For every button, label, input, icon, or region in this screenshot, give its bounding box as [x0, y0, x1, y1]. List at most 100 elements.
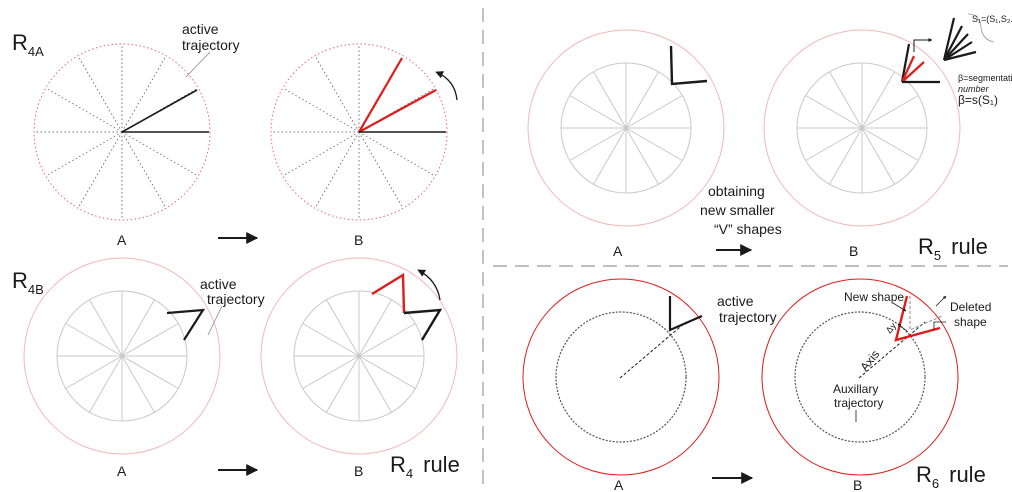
spoke-line [77, 55, 123, 133]
r4a-rule-label: R4A [12, 30, 44, 59]
spoke-line [121, 355, 155, 413]
spoke-line [358, 299, 392, 357]
r6-aux-line1: Auxillary [833, 382, 878, 396]
spoke-line [569, 95, 627, 129]
r4a-annotation-line2: trajectory [182, 37, 240, 53]
spoke-line [326, 355, 360, 413]
r4a-a-active-line-upper [121, 89, 198, 133]
r5-set-label: S₁=(S₁,S₂...Sₓ) [972, 14, 1012, 24]
spoke-line [569, 127, 627, 161]
spoke-line [121, 299, 155, 357]
r4a-b-red-line-2 [358, 89, 437, 133]
r4a-wheel-b [270, 43, 458, 221]
spoke-line [121, 355, 179, 389]
r4b-wheel-a [23, 257, 221, 455]
spoke-line [65, 355, 123, 389]
r5-b-red-line-2 [901, 61, 925, 83]
spoke-line [282, 87, 360, 133]
r5-wheel-b-spokes [797, 63, 927, 193]
spoke-line [121, 323, 179, 357]
spoke-line [358, 131, 436, 177]
r4a-label-b: B [354, 232, 363, 248]
spoke-line [121, 131, 199, 177]
spoke-line [326, 299, 360, 357]
r5-label-a: A [613, 243, 623, 259]
r6-deleted-line2: shape [954, 315, 987, 329]
r6-new-shape-leader [892, 302, 907, 312]
spoke-line [829, 71, 863, 129]
r5-beta-line1: β=segmentation [958, 73, 1012, 83]
r6-panel: active trajectory New shape Deleted shap… [522, 278, 991, 492]
spoke-line [861, 127, 895, 185]
r5-wheel-b: S₁=(S₁,S₂...Sₓ) β=segmentation number β=… [763, 13, 1012, 227]
r4b-annotation-leader [207, 305, 223, 336]
r4b-rotation-arrow [417, 269, 441, 301]
r5-wheel-a [527, 29, 725, 227]
spoke-line [358, 131, 404, 209]
r6-aux-line2: trajectory [834, 396, 883, 410]
spoke-line [805, 95, 863, 129]
r6-deleted-shape-leader [933, 321, 946, 330]
spoke-line [121, 131, 167, 209]
r4a-annotation-line1: active [182, 21, 219, 37]
r5-beta-line3: β=s(S₁) [958, 93, 998, 107]
spoke-line [861, 71, 895, 129]
spoke-line [358, 87, 436, 133]
r5-caption-line3: “V” shapes [714, 221, 782, 237]
r5-b-black-line-1 [900, 43, 911, 83]
r4b-wheel-b-spokes [294, 291, 424, 421]
r6-axis-label: Axis [857, 347, 882, 373]
spoke-line [121, 55, 167, 133]
spoke-line [861, 127, 919, 161]
r5-connector-arrow [913, 38, 933, 52]
r6-dy-marker [897, 323, 909, 333]
spoke-line [45, 87, 123, 133]
spoke-line [625, 95, 683, 129]
r6-a-axis [619, 321, 687, 379]
r6-wheel-a [522, 278, 720, 476]
r5-panel: S₁=(S₁,S₂...Sₓ) β=segmentation number β=… [527, 13, 1012, 263]
r6-deleted-shape-arrow [935, 295, 947, 307]
spoke-line [829, 127, 863, 185]
spoke-line [89, 355, 123, 413]
spoke-line [314, 55, 360, 133]
spoke-line [77, 131, 123, 209]
r5-label-b: B [849, 243, 858, 259]
spoke-line [282, 131, 360, 177]
spoke-line [625, 71, 659, 129]
r4b-b-black-shape [403, 308, 443, 341]
r5-fan-inset [942, 13, 995, 62]
r4b-label-a: A [117, 463, 127, 479]
r6-deleted-line1: Deleted [950, 300, 991, 314]
r6-b-deleted-shape [909, 296, 943, 331]
spoke-line [358, 323, 416, 357]
r4a-annotation-leader [185, 51, 211, 78]
spoke-line [121, 87, 199, 133]
r4b-wheel-a-spokes [57, 291, 187, 421]
r6-a-active-shape [668, 296, 703, 332]
spoke-line [302, 355, 360, 389]
r6-annotation-line2: trajectory [719, 309, 777, 325]
r4a-wheel-a [33, 43, 211, 221]
spoke-line [302, 323, 360, 357]
r4a-rotation-arrow [435, 71, 458, 101]
r5-beta-line2: number [958, 84, 990, 94]
r4a-b-red-line-1 [358, 57, 403, 133]
r6-annotation-line1: active [717, 293, 754, 309]
r5-a-active-shape [669, 45, 708, 86]
spoke-line [805, 127, 863, 161]
r4b-b-red-shape [371, 272, 406, 314]
spoke-line [625, 127, 683, 161]
r6-b-axis [858, 321, 926, 379]
spoke-line [358, 355, 392, 413]
r6-label-a: A [614, 477, 624, 492]
r5-wheel-a-spokes [561, 63, 691, 193]
r5-caption-line2: new smaller [700, 202, 775, 218]
r4a-label-a: A [117, 232, 127, 248]
r6-label-b: B [853, 477, 862, 492]
spoke-line [45, 131, 123, 177]
